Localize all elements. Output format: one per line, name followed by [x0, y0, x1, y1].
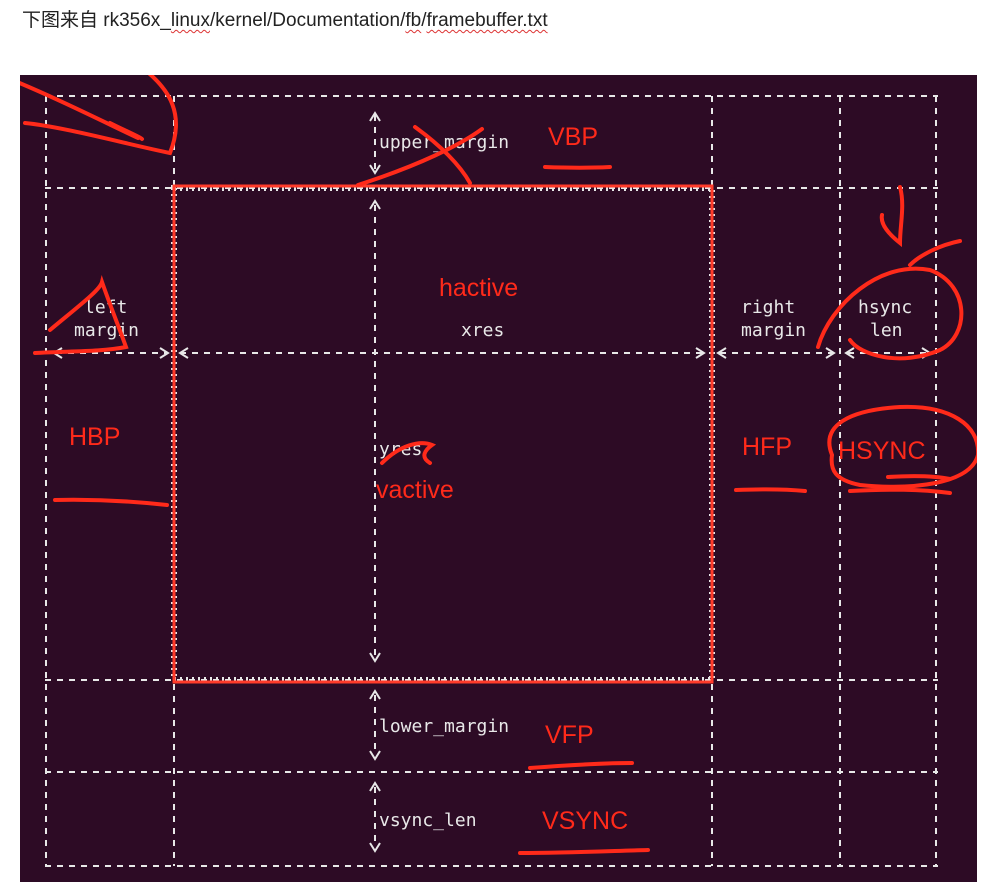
arrowheads [52, 111, 932, 853]
annotation-vbp: VBP [548, 123, 598, 151]
arrowhead [825, 347, 836, 359]
label-lower-margin: lower_margin [379, 716, 509, 737]
label-hsync-len: len [870, 320, 903, 341]
timing-diagram: upper_margin left margin xres yres right… [20, 75, 977, 867]
strike-vbp [543, 165, 612, 170]
terminal-screenshot: upper_margin left margin xres yres right… [20, 75, 977, 882]
arrowhead [369, 689, 381, 700]
scribble-hsync-top [879, 185, 962, 267]
caption-path-part: framebuffer.txt [426, 10, 548, 31]
arrowhead [159, 347, 170, 359]
active-area-hash [171, 185, 715, 683]
grid-lines [45, 95, 938, 867]
arrowhead [178, 347, 189, 359]
caption-path-part: rk356x_ [103, 10, 171, 31]
active-area-highlight [172, 184, 714, 684]
caption-path-part: fb [405, 10, 422, 31]
strike-hfp [734, 487, 807, 493]
arrowhead [716, 347, 727, 359]
annotation-vsync: VSYNC [542, 807, 628, 835]
label-xres: xres [461, 320, 504, 341]
label-left: left [84, 297, 127, 318]
label-right: right [741, 297, 795, 318]
strike-hsync [848, 474, 952, 495]
annotation-hsync: HSYNC [838, 437, 926, 465]
scribble-corner [20, 75, 178, 156]
caption-path-part: / [421, 10, 427, 31]
pen-scribbles [20, 75, 977, 855]
arrowhead [369, 111, 381, 122]
active-area-border [171, 184, 715, 684]
strike-yres [380, 441, 437, 465]
arrowhead [369, 199, 381, 210]
caption-path-part: /kernel/Documentation/ [209, 10, 406, 31]
arrowhead [369, 781, 381, 792]
scribble-left-triangle [33, 275, 129, 355]
arrowhead [369, 652, 381, 663]
source-caption: 下图来自 rk356x_linux/kernel/Documentation/f… [22, 5, 548, 32]
annotation-hactive: hactive [439, 274, 518, 302]
arrowhead [844, 347, 855, 359]
caption-path-part: linux [170, 10, 210, 31]
annotation-hfp: HFP [742, 433, 792, 461]
annotation-vactive: vactive [376, 476, 454, 504]
strike-vfp [528, 761, 634, 770]
arrowhead [369, 750, 381, 761]
circle-hsync [827, 404, 977, 489]
caption-prefix: 下图来自 [22, 10, 104, 31]
label-left-margin: margin [74, 320, 139, 341]
arrowhead [369, 842, 381, 853]
label-vsync-len: vsync_len [379, 810, 477, 831]
strike-hbp [53, 497, 169, 507]
circle-hsync-len [816, 266, 964, 361]
arrowhead [369, 164, 381, 175]
annotation-vfp: VFP [545, 721, 594, 749]
arrowhead [695, 347, 706, 359]
annotation-hbp: HBP [69, 423, 120, 451]
label-right-margin: margin [741, 320, 806, 341]
label-upper-margin: upper_margin [379, 132, 509, 153]
scribble-upper-cross [356, 125, 484, 187]
strike-vsync [518, 848, 650, 855]
label-hsync: hsync [858, 297, 912, 318]
